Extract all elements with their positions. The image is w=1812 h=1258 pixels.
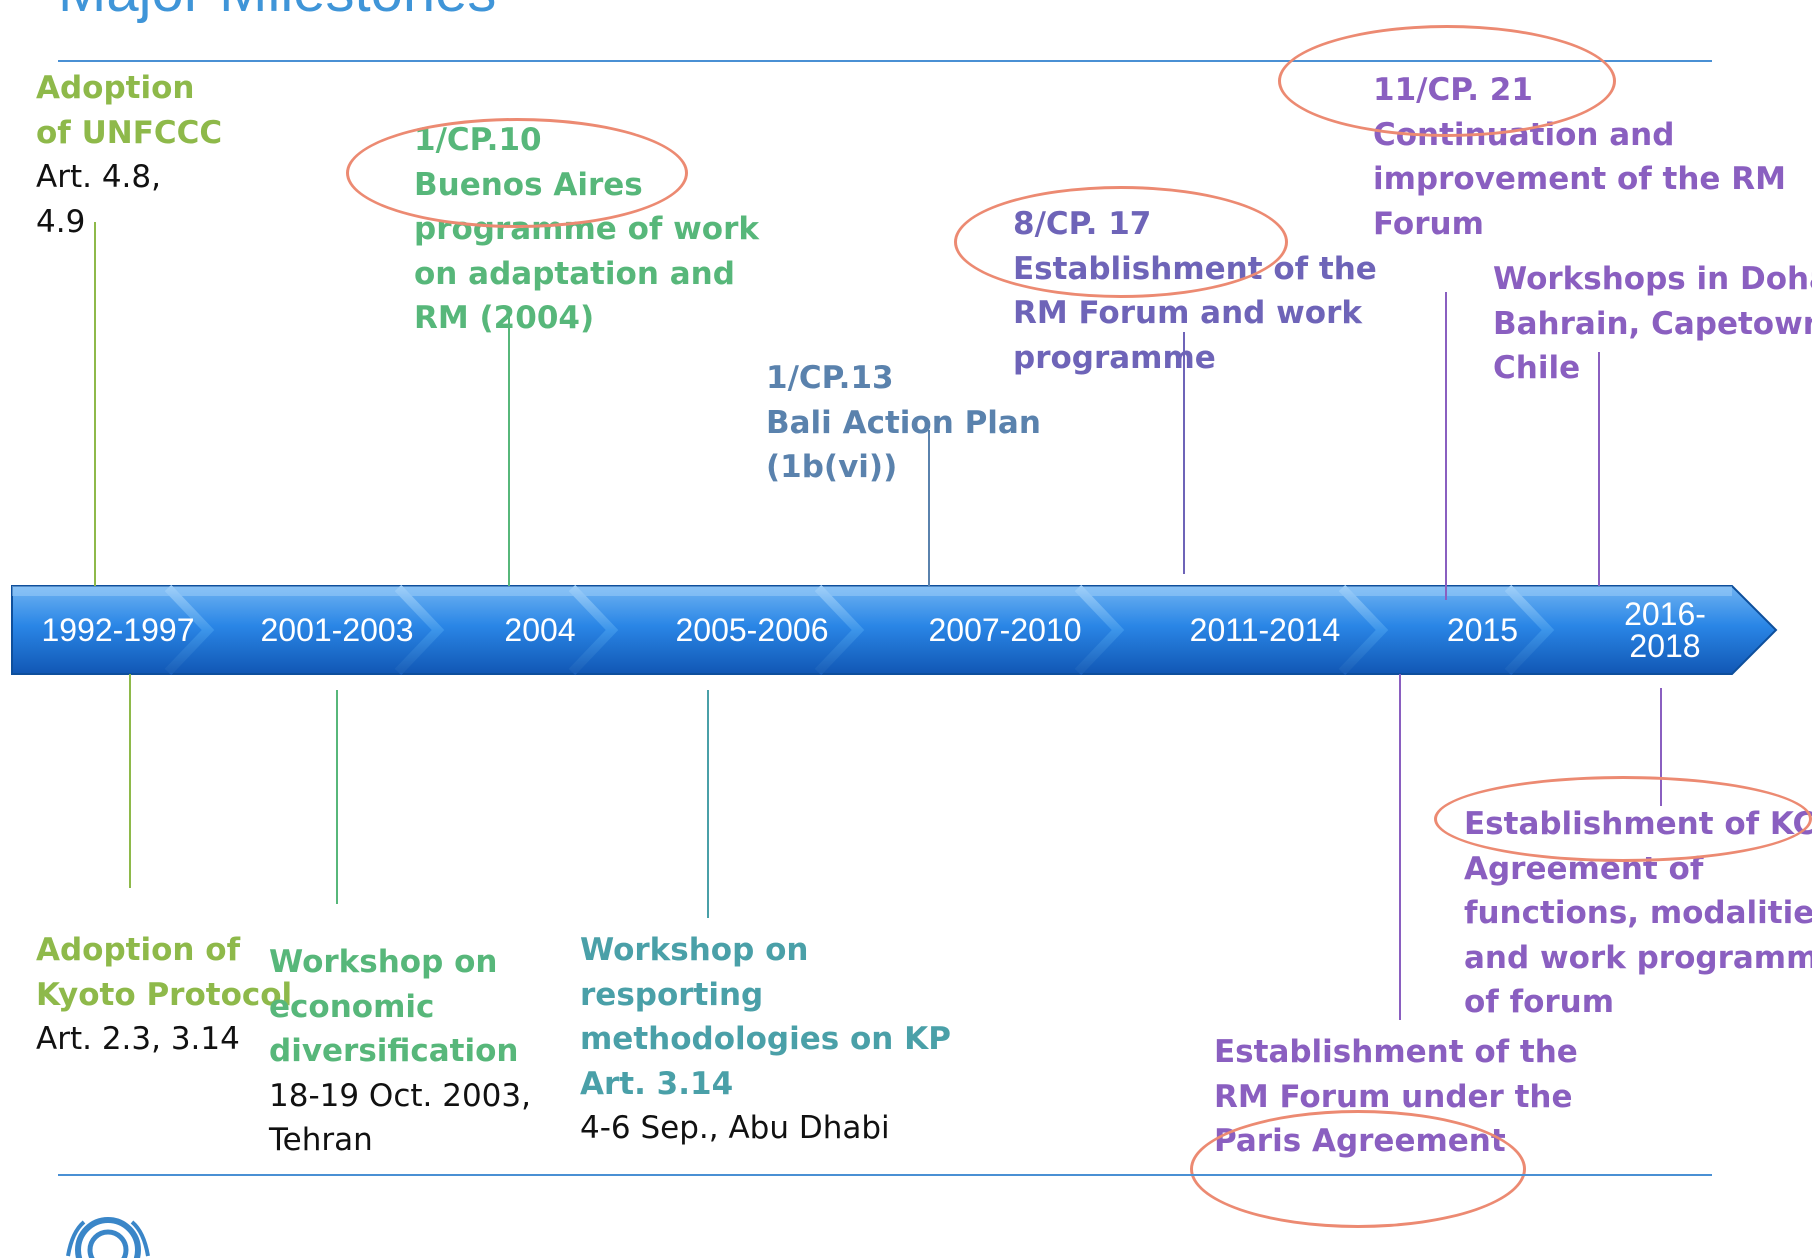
milestone-title-line: Buenos Aires xyxy=(414,166,643,203)
milestone-title-line: 1/CP.10 xyxy=(414,122,542,158)
connector-line xyxy=(928,430,930,586)
milestone-title-line: of forum xyxy=(1464,984,1615,1020)
milestone-workshop-economic-diversification: Workshop on economic diversification 18-… xyxy=(269,940,531,1163)
milestone-title-line: Bahrain, Capetown, xyxy=(1493,305,1812,342)
period-label: 2007-2010 xyxy=(928,612,1082,648)
milestone-title-line: Workshop on xyxy=(580,932,809,968)
connector-line xyxy=(1183,332,1185,574)
period-label: 2015 xyxy=(1446,612,1519,648)
milestone-title-line: 8/CP. 17 xyxy=(1013,206,1152,242)
unfccc-logo-icon xyxy=(66,1217,150,1258)
milestone-title-line: Chile xyxy=(1493,350,1581,386)
milestone-unfccc-adoption: Adoption of UNFCCC Art. 4.8, 4.9 xyxy=(36,66,222,244)
connector-line xyxy=(94,222,96,586)
milestone-detail-line: Art. 2.3, 3.14 xyxy=(36,1021,240,1057)
milestone-title-line: RM (2004) xyxy=(414,300,595,336)
connector-line xyxy=(508,312,510,586)
milestone-title-line: Workshop on xyxy=(269,944,498,980)
milestone-title-line: Agreement of xyxy=(1464,850,1704,887)
connector-line xyxy=(1445,292,1447,600)
milestone-8-cp-17: 8/CP. 17 Establishment of the RM Forum a… xyxy=(1013,202,1377,380)
milestone-detail-line: Art. 4.8, xyxy=(36,159,161,195)
milestone-title-line: Bali Action Plan xyxy=(766,404,1041,441)
milestone-1-cp-10: 1/CP.10 Buenos Aires programme of work o… xyxy=(414,118,759,341)
milestone-workshops-2016: Workshops in Doha, Bahrain, Capetown, Ch… xyxy=(1493,257,1812,391)
milestone-title-line: Paris Agreement xyxy=(1214,1123,1506,1159)
connector-line xyxy=(129,674,131,888)
milestone-title-line: RM Forum and work xyxy=(1013,295,1362,331)
milestone-title-line: RM Forum under the xyxy=(1214,1078,1573,1115)
milestone-rm-forum-paris: Establishment of the RM Forum under the … xyxy=(1214,1030,1578,1164)
milestone-title-line: of UNFCCC xyxy=(36,114,223,151)
milestone-title-line: economic xyxy=(269,988,435,1025)
period-label: 1992-1997 xyxy=(41,612,195,648)
top-divider xyxy=(58,60,1712,62)
milestone-title-line: and work programme xyxy=(1464,939,1812,976)
milestone-detail-line: Tehran xyxy=(269,1122,373,1158)
timeline-chevron xyxy=(1504,584,1555,676)
milestone-title-line: 1/CP.13 xyxy=(766,360,894,396)
period-label: 2011-2014 xyxy=(1189,612,1341,648)
milestone-title-line: Art. 3.14 xyxy=(580,1065,734,1102)
milestone-detail-line: 4-6 Sep., Abu Dhabi xyxy=(580,1110,890,1146)
timeline-chevron xyxy=(164,584,215,676)
milestone-title-line: improvement of the RM xyxy=(1373,161,1786,197)
milestone-title-line: Establishment of the xyxy=(1214,1034,1578,1070)
connector-line xyxy=(1399,674,1401,1020)
milestone-detail-line: 18-19 Oct. 2003, xyxy=(269,1077,531,1114)
milestone-title-line: 11/CP. 21 xyxy=(1373,72,1533,108)
milestone-title-line: (1b(vi)) xyxy=(766,449,898,485)
connector-line xyxy=(707,690,709,918)
milestone-title-line: Workshops in Doha, xyxy=(1493,261,1812,297)
milestone-1-cp-13: 1/CP.13 Bali Action Plan (1b(vi)) xyxy=(766,356,1041,490)
milestone-title-line: functions, modalities xyxy=(1464,895,1812,931)
milestone-title-line: on adaptation and xyxy=(414,255,735,292)
connector-line xyxy=(1598,352,1600,586)
period-label: 2005-2006 xyxy=(675,612,829,648)
milestone-detail-line: 4.9 xyxy=(36,203,86,240)
timeline-chevron xyxy=(814,584,865,676)
milestone-title-line: programme xyxy=(1013,339,1216,376)
timeline-chevron xyxy=(394,584,445,676)
milestone-title-line: Adoption xyxy=(36,70,195,106)
milestone-title-line: Establishment of KCI xyxy=(1464,806,1812,842)
milestone-kyoto-adoption: Adoption of Kyoto Protocol Art. 2.3, 3.1… xyxy=(36,928,292,1062)
milestone-title-line: methodologies on KP xyxy=(580,1021,951,1057)
period-label: 2001-2003 xyxy=(260,612,414,648)
connector-line xyxy=(336,690,338,904)
milestone-title-line: Establishment of the xyxy=(1013,250,1377,287)
period-label: 2016-2018 xyxy=(1624,596,1706,664)
milestone-title-line: Adoption of xyxy=(36,932,241,968)
milestone-title-line: programme of work xyxy=(414,211,760,247)
timeline-chevron xyxy=(568,584,619,676)
timeline-chevron xyxy=(1338,584,1389,676)
milestone-title-line: diversification xyxy=(269,1033,519,1069)
bottom-divider xyxy=(58,1174,1712,1176)
milestone-title-line: Forum xyxy=(1373,205,1484,242)
milestone-kci-establishment: Establishment of KCI Agreement of functi… xyxy=(1464,802,1812,1025)
timeline-chevron xyxy=(1074,584,1125,676)
milestone-title-line: Continuation and xyxy=(1373,116,1675,153)
connector-line xyxy=(1660,688,1662,806)
milestone-title-line: Kyoto Protocol xyxy=(36,976,293,1013)
milestone-title-line: resporting xyxy=(580,976,764,1013)
milestone-11-cp-21: 11/CP. 21 Continuation and improvement o… xyxy=(1373,68,1786,246)
milestone-workshop-reporting: Workshop on resporting methodologies on … xyxy=(580,928,951,1151)
period-label: 2004 xyxy=(504,612,576,648)
page-title: Major Milestones xyxy=(58,0,496,25)
